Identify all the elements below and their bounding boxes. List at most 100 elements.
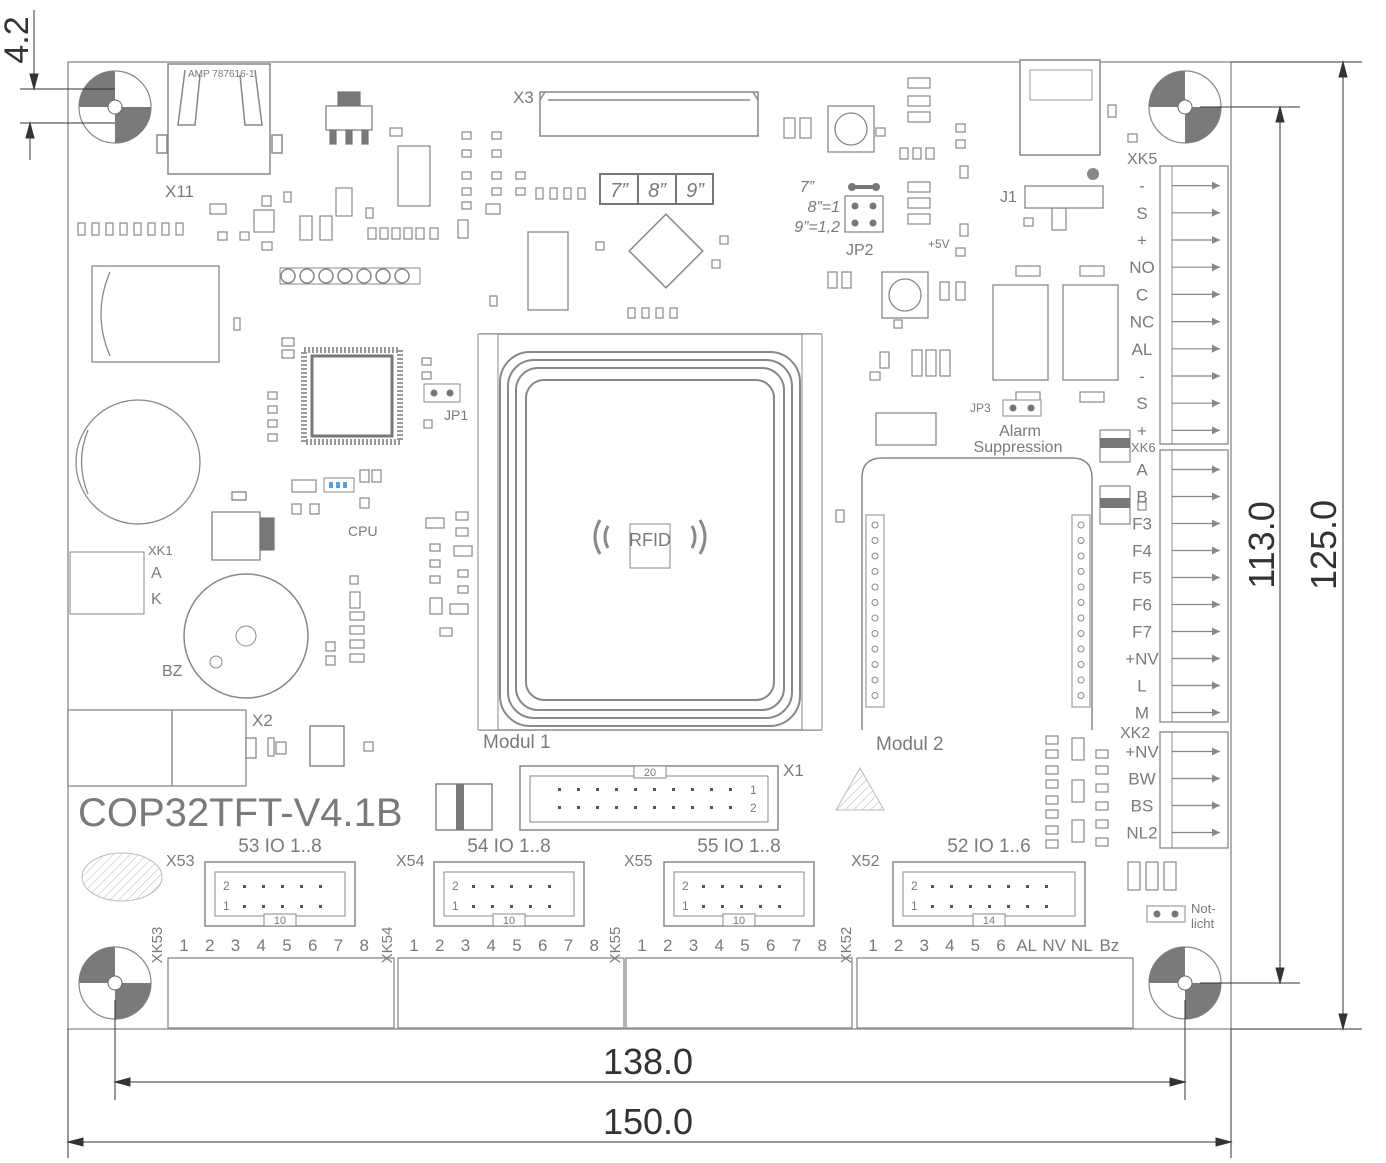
module-2-pin — [871, 583, 879, 591]
terminal-pin-arrow — [1212, 290, 1220, 299]
x1-pin-count: 20 — [644, 767, 656, 779]
board-title: COP32TFT-V4.1B — [78, 791, 403, 835]
terminal-pin-arrow — [1212, 546, 1220, 555]
label-xk5: XK5 — [1127, 151, 1157, 168]
module-2-pin — [1077, 661, 1085, 668]
x1-pin — [672, 788, 675, 791]
io-header-pin — [988, 885, 991, 888]
led-blue — [323, 477, 355, 493]
label-x54: X54 — [396, 853, 425, 870]
smd-part — [119, 222, 128, 236]
io-header-pin — [510, 905, 513, 908]
smd-part — [389, 127, 403, 137]
header-pin — [280, 268, 296, 284]
io-header-key — [492, 913, 526, 927]
x1-pins — [558, 788, 732, 809]
io-header-pin — [243, 885, 246, 888]
io-header-pin — [721, 885, 724, 888]
module-2-pin — [1077, 645, 1085, 653]
smd-part — [1045, 795, 1059, 805]
io-header-title: 53 IO 1..8 — [238, 836, 321, 857]
terminal-pin-arrow — [1212, 573, 1220, 582]
smd-part — [1095, 801, 1109, 811]
io-header-pin — [1007, 905, 1010, 908]
io-header-pin — [950, 905, 953, 908]
smd-part — [1045, 779, 1059, 789]
terminal-pin-label: 4 — [257, 936, 266, 955]
terminal-pin-arrow — [1212, 747, 1220, 756]
header-pin — [356, 268, 372, 284]
smd-part — [1045, 809, 1059, 819]
x1-pin — [615, 788, 618, 791]
terminal-pin-label: L — [1137, 677, 1146, 696]
smd-part — [711, 259, 721, 269]
esd-warning-icon — [835, 766, 885, 811]
module-2 — [861, 457, 1093, 730]
smd-part — [349, 611, 365, 621]
module-2-pin — [1077, 630, 1085, 637]
smd-part — [429, 227, 439, 240]
terminal-pin-arrow — [1212, 519, 1220, 528]
smd-part — [349, 639, 365, 649]
terminal-block-xk53 — [167, 957, 395, 1029]
header-pin — [299, 268, 315, 284]
smd-part — [841, 271, 852, 289]
xk1-pin-k: K — [151, 591, 162, 608]
smd-part — [253, 209, 275, 233]
mounting-hole-top-right — [1148, 70, 1222, 144]
smd-part — [105, 222, 114, 236]
header-outline — [279, 267, 421, 285]
terminal-pin-label: 4 — [487, 936, 496, 955]
smd-part — [425, 517, 445, 529]
label-x53: X53 — [166, 853, 195, 870]
label-bz: BZ — [162, 663, 183, 680]
usb-part-number: AMP 787616-1 — [188, 69, 255, 80]
jumper-jp3 — [1002, 399, 1042, 417]
label-cpu: CPU — [348, 523, 378, 539]
terminal-pin-arrow — [1212, 681, 1220, 690]
smd-part — [955, 139, 966, 149]
terminal-pin-arrow — [1212, 492, 1220, 501]
x1-pin — [653, 788, 656, 791]
smd-part — [595, 241, 605, 251]
label-x1: X1 — [783, 761, 804, 780]
label-xk1: XK1 — [148, 543, 173, 558]
jumper-jp2 — [844, 183, 884, 233]
smd-part — [1107, 104, 1117, 118]
smd-part — [491, 131, 502, 140]
smd-part — [1015, 265, 1041, 277]
terminal-pin-label: NV — [1042, 936, 1066, 955]
module-2-pin — [1077, 583, 1085, 591]
smd-part — [899, 147, 909, 160]
module-2-pin — [871, 630, 879, 637]
terminal-pin-label: - — [1139, 367, 1145, 386]
module-2-pin — [1077, 692, 1085, 699]
terminal-pin-label: NC — [1130, 313, 1155, 332]
fpc-connector-x3 — [539, 91, 759, 137]
label-xk52: XK52 — [838, 927, 855, 964]
smd-part — [955, 123, 966, 133]
voltage-regulator-left — [211, 491, 275, 561]
smd-part — [669, 307, 678, 319]
smd-part — [161, 222, 170, 236]
smd-part — [1071, 779, 1085, 803]
terminal-pin-arrow — [1212, 236, 1220, 244]
smd-part — [907, 77, 931, 89]
smd-part — [783, 117, 796, 139]
battery-holder — [75, 399, 201, 525]
terminal-pin-arrow — [1212, 426, 1220, 435]
smd-part — [461, 201, 472, 210]
io-header-pin-count: 10 — [733, 915, 745, 927]
smd-part — [363, 741, 374, 752]
module-2-pin — [871, 599, 879, 606]
smd-part — [421, 357, 432, 366]
module-2-header — [865, 514, 885, 708]
smd-part — [955, 281, 966, 301]
cpu-qfp — [301, 347, 403, 445]
jp2-legend-9: 9”=1,2 — [794, 219, 840, 236]
jp2-legend-8: 8”=1 — [808, 199, 840, 216]
io-header-pin2-label: 2 — [911, 879, 918, 893]
smd-part — [281, 337, 295, 347]
